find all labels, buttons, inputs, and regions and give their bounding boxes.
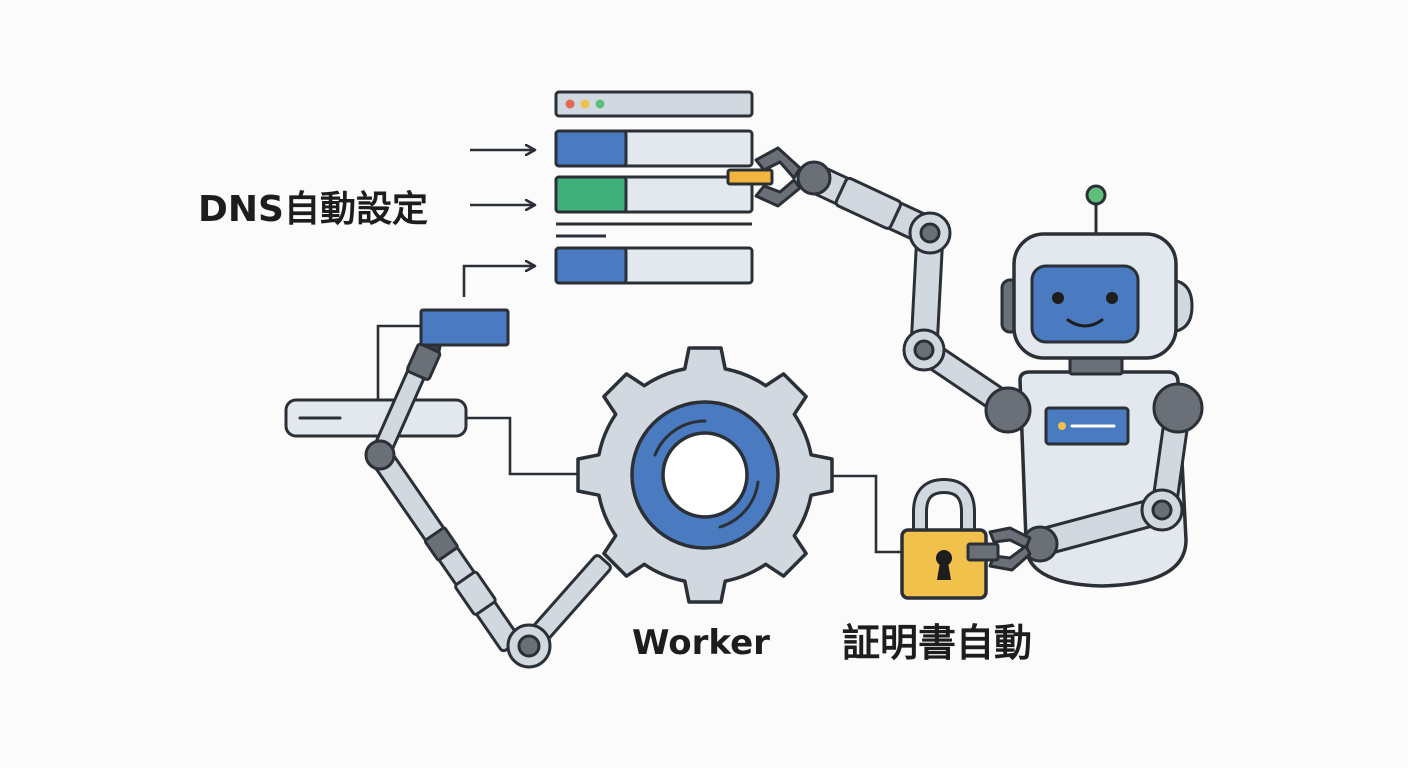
- worker-label: Worker: [632, 623, 770, 663]
- arm-joint-1: [364, 439, 396, 471]
- arrow-row-3: [462, 266, 535, 297]
- certificate-auto-label: 証明書自動: [842, 621, 1033, 665]
- browser-window-icon: [554, 90, 754, 118]
- dns-record-row-3: [554, 246, 754, 285]
- dns-auto-config-label: DNS自動設定: [198, 189, 428, 230]
- robot-face-screen: [1030, 264, 1140, 344]
- window-maximize-dot: [595, 99, 605, 109]
- robot-smile: [1066, 318, 1104, 328]
- dns-record-panel: [554, 90, 754, 285]
- connector-wires: [376, 324, 906, 554]
- robot-left-eye: [1052, 292, 1064, 304]
- robot-left-shoulder: [984, 386, 1032, 434]
- robot-right-shoulder: [1152, 382, 1204, 434]
- gear-hole: [661, 431, 749, 519]
- dns-record-row-2: [554, 175, 754, 214]
- robot-icon: [984, 184, 1204, 588]
- wire-gear-to-lock: [830, 474, 906, 554]
- left-robot-arm: [284, 308, 612, 669]
- padlock-icon: [900, 477, 1032, 600]
- wire-card-to-bar: [376, 324, 420, 400]
- dns-record-row-1: [554, 129, 754, 168]
- dns-gripper: [726, 146, 802, 208]
- wire-bar-to-gear: [466, 416, 582, 476]
- right-arm-joint-1: [796, 160, 832, 196]
- robot-right-eye: [1106, 292, 1118, 304]
- arm-base-bar: [284, 398, 468, 438]
- window-close-dot: [565, 99, 575, 109]
- right-robot-arm: [726, 146, 1010, 414]
- dns-separator-lines: [556, 222, 752, 238]
- input-arrows: [462, 150, 535, 297]
- window-minimize-dot: [580, 99, 590, 109]
- gear-icon: [576, 346, 834, 604]
- orange-dns-tag: [726, 168, 774, 186]
- held-dns-card: [419, 308, 510, 347]
- lock-gripper: [966, 526, 1032, 572]
